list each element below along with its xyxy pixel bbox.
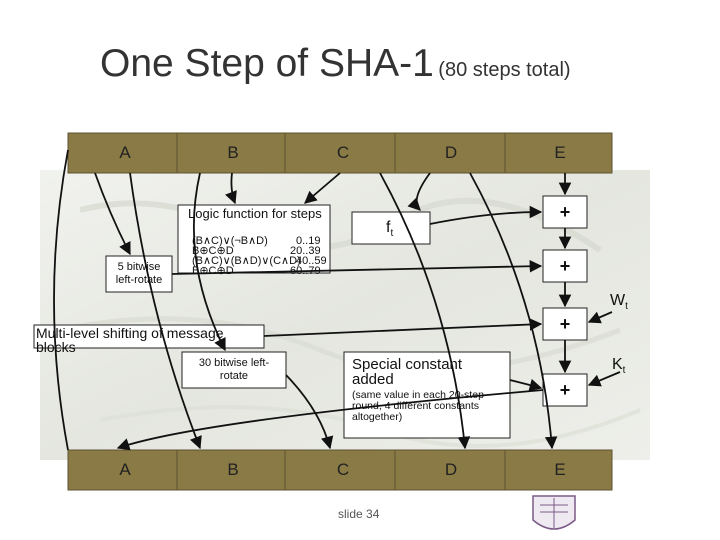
adder-box-1 bbox=[542, 195, 588, 229]
rotate5-label: 5 bitwise left-rotate bbox=[115, 261, 163, 286]
special-constant-note: (same value in each 20-step round, 4 dif… bbox=[352, 389, 484, 423]
logic-expr-1: (B∧C)∨(¬B∧D) bbox=[192, 235, 268, 247]
logic-range-3: 40..59 bbox=[296, 255, 327, 267]
logic-function-title: Logic function for steps bbox=[188, 206, 322, 221]
kt-label: Kt bbox=[612, 356, 626, 377]
university-crest-logo bbox=[532, 495, 576, 530]
adder-4: + bbox=[559, 379, 571, 400]
logic-range-4: 60..79 bbox=[290, 265, 321, 277]
register-bottom-d: D bbox=[444, 460, 458, 479]
register-top-e: E bbox=[554, 143, 566, 162]
title-sub: (80 steps total) bbox=[438, 59, 571, 81]
slide-title: One Step of SHA-1 (80 steps total) bbox=[100, 42, 571, 86]
special-constant-title: Special constant added bbox=[352, 356, 463, 388]
logic-expr-2: B⊕C⊕D bbox=[192, 245, 234, 257]
ft-box bbox=[351, 211, 431, 245]
adder-3: + bbox=[559, 313, 571, 334]
slide-number: slide 34 bbox=[338, 507, 380, 521]
adder-box-4 bbox=[542, 373, 588, 407]
title-main: One Step of SHA-1 bbox=[100, 42, 434, 85]
logic-range-1: 0..19 bbox=[296, 235, 321, 247]
register-bottom-a: A bbox=[119, 460, 131, 479]
rotate30-box bbox=[181, 351, 287, 389]
logic-expr-4: B⊕C⊕D bbox=[192, 265, 234, 277]
multilevel-label: Multi-level shifting of message blocks bbox=[36, 325, 224, 355]
register-top-b: B bbox=[227, 143, 239, 162]
register-top-d: D bbox=[444, 143, 458, 162]
rotate30-label: 30 bitwise left-rotate bbox=[198, 357, 270, 382]
register-top-a: A bbox=[119, 143, 131, 162]
adder-box-2 bbox=[542, 249, 588, 283]
multilevel-box bbox=[33, 324, 265, 349]
logic-expr-3: (B∧C)∨(B∧D)∨(C∧D) bbox=[192, 255, 301, 267]
ft-label: ft bbox=[386, 219, 394, 240]
logic-function-box bbox=[177, 204, 331, 274]
register-bottom-e: E bbox=[554, 460, 566, 479]
register-bottom-b: B bbox=[227, 460, 239, 479]
logic-range-2: 20..39 bbox=[290, 245, 321, 257]
register-bottom-c: C bbox=[336, 460, 350, 479]
register-bar-bottom bbox=[67, 449, 613, 491]
adder-1: + bbox=[559, 201, 571, 222]
adder-2: + bbox=[559, 255, 571, 276]
register-top-c: C bbox=[336, 143, 350, 162]
wt-label: Wt bbox=[610, 292, 628, 313]
